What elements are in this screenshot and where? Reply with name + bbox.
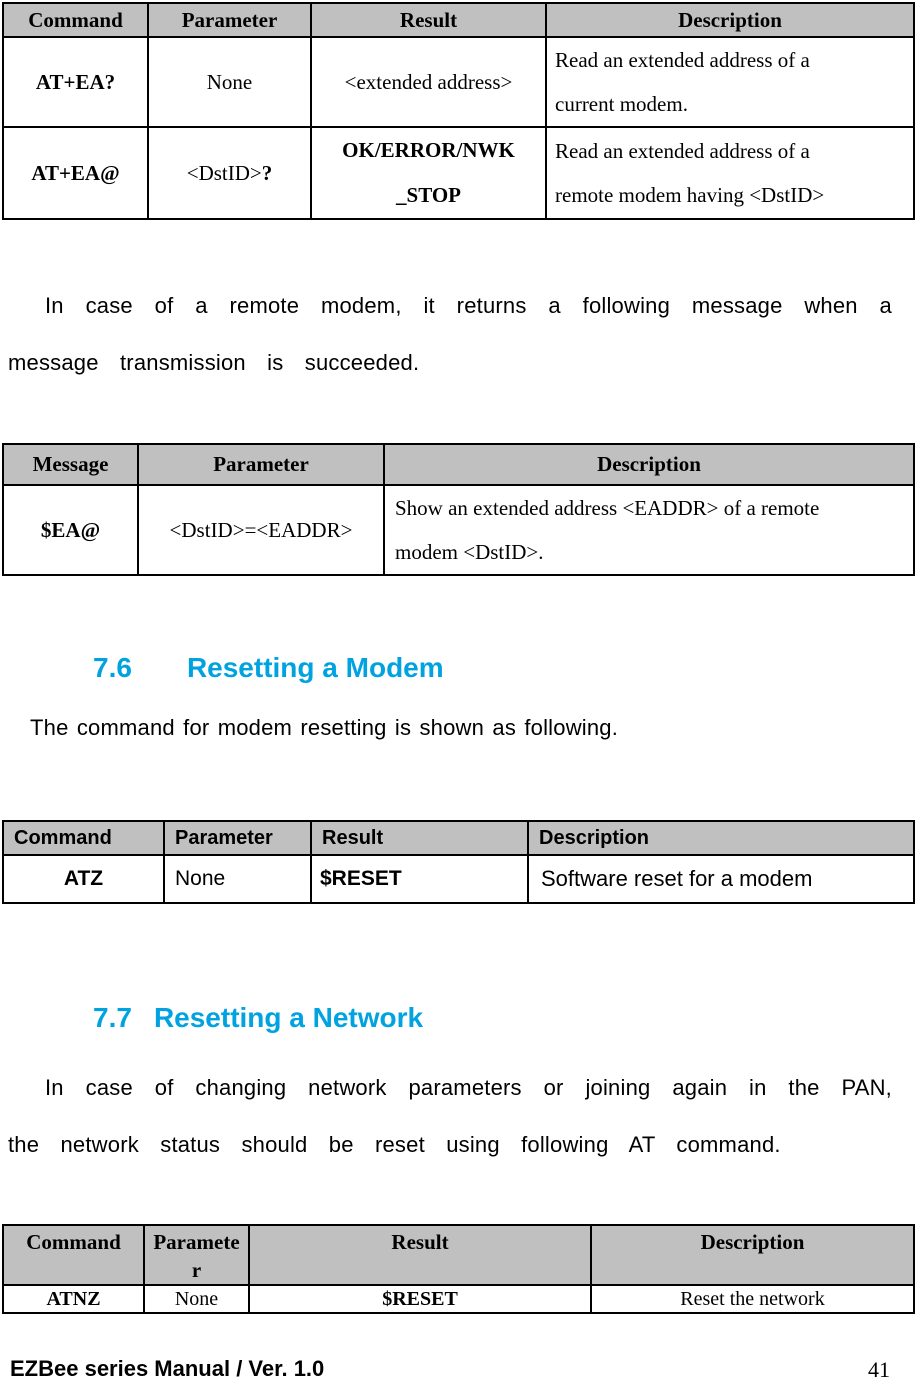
column-header-parameter: Parameter	[163, 820, 312, 856]
column-header-result: Result	[248, 1224, 592, 1286]
table-row: ATNZ None $RESET Reset the network	[2, 1284, 915, 1314]
ea-command-table: Command Parameter Result Description AT+…	[2, 2, 915, 220]
cell-result: $RESET	[310, 854, 529, 904]
column-header-parameter: Parameter	[137, 443, 385, 486]
cell-parameter: <DstID>=<EADDR>	[137, 484, 385, 576]
section-heading-7-7: 7.7 Resetting a Network	[93, 1002, 423, 1034]
table-header-row: Message Parameter Description	[2, 443, 915, 486]
cell-description: Read an extended address of a remote mod…	[545, 126, 915, 220]
table-row: ATZ None $RESET Software reset for a mod…	[2, 854, 915, 904]
table-row: AT+EA? None <extended address> Read an e…	[2, 36, 915, 128]
atnz-command-table: Command Parameter Result Description ATN…	[2, 1224, 915, 1314]
cell-result: $RESET	[248, 1284, 592, 1314]
cell-command: ATNZ	[2, 1284, 145, 1314]
section-number: 7.7	[93, 1002, 132, 1033]
footer-manual-title: EZBee series Manual / Ver. 1.0	[10, 1356, 325, 1381]
cell-command: AT+EA@	[2, 126, 149, 220]
ea-message-table: Message Parameter Description $EA@ <DstI…	[2, 443, 915, 576]
cell-parameter: None	[163, 854, 312, 904]
column-header-parameter: Parameter	[147, 2, 312, 38]
cell-parameter: None	[143, 1284, 250, 1314]
page-number: 41	[868, 1357, 890, 1382]
cell-description: Software reset for a modem	[527, 854, 915, 904]
cell-result: <extended address>	[310, 36, 547, 128]
cell-message: $EA@	[2, 484, 139, 576]
paragraph-network-reset: In case of changing network parameters o…	[8, 1075, 892, 1157]
section-title: Resetting a Network	[153, 1002, 424, 1033]
parameter-text: None	[206, 69, 253, 94]
parameter-text: <DstID>	[186, 160, 262, 185]
column-header-description: Description	[383, 443, 915, 486]
table-header-row: Command Parameter Result Description	[2, 820, 915, 856]
cell-description: Reset the network	[590, 1284, 915, 1314]
table-row: AT+EA@ <DstID>? OK/ERROR/NWK _STOP Read …	[2, 126, 915, 220]
column-header-result: Result	[310, 2, 547, 38]
column-header-parameter: Parameter	[143, 1224, 250, 1286]
column-header-result: Result	[310, 820, 529, 856]
column-header-command: Command	[2, 1224, 145, 1286]
column-header-command: Command	[2, 2, 149, 38]
cell-command: ATZ	[2, 854, 165, 904]
section-number: 7.6	[93, 652, 132, 683]
cell-parameter: <DstID>?	[147, 126, 312, 220]
cell-parameter: None	[147, 36, 312, 128]
paragraph-remote-modem: In case of a remote modem, it returns a …	[8, 293, 892, 375]
table-header-row: Command Parameter Result Description	[2, 2, 915, 38]
parameter-bold-suffix: ?	[261, 160, 273, 185]
table-row: $EA@ <DstID>=<EADDR> Show an extended ad…	[2, 484, 915, 576]
cell-description: Read an extended address of a current mo…	[545, 36, 915, 128]
section-title: Resetting a Modem	[186, 652, 444, 683]
cell-description: Show an extended address <EADDR> of a re…	[383, 484, 915, 576]
cell-result: OK/ERROR/NWK _STOP	[310, 126, 547, 220]
table-header-row: Command Parameter Result Description	[2, 1224, 915, 1286]
paragraph-modem-reset: The command for modem resetting is shown…	[30, 715, 619, 740]
column-header-command: Command	[2, 820, 165, 856]
atz-command-table: Command Parameter Result Description ATZ…	[2, 820, 915, 904]
column-header-description: Description	[590, 1224, 915, 1286]
column-header-description: Description	[527, 820, 915, 856]
cell-command: AT+EA?	[2, 36, 149, 128]
section-heading-7-6: 7.6 Resetting a Modem	[93, 652, 444, 684]
column-header-description: Description	[545, 2, 915, 38]
column-header-message: Message	[2, 443, 139, 486]
